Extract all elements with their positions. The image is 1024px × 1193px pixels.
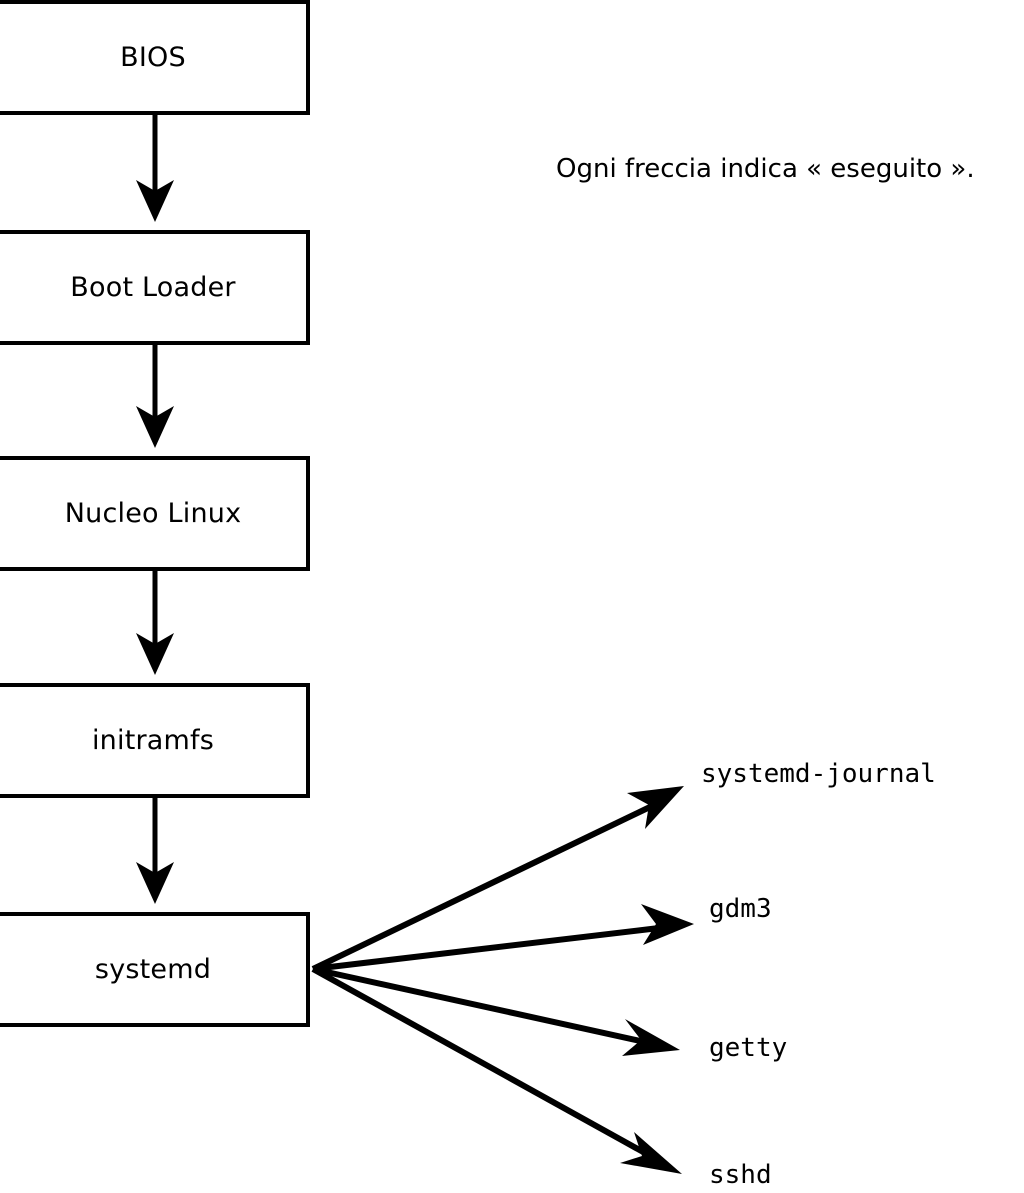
stage-label-boot-loader: Boot Loader — [70, 272, 236, 303]
arrow-kernel-to-initramfs — [136, 571, 174, 675]
diagram-note: Ogni freccia indica « eseguito ». — [556, 154, 975, 184]
stage-label-bios: BIOS — [120, 42, 186, 73]
stage-box-systemd[interactable]: systemd — [0, 912, 310, 1027]
service-label-systemd-journal: systemd-journal — [701, 759, 936, 789]
service-label-getty: getty — [709, 1033, 788, 1063]
service-label-gdm3: gdm3 — [709, 894, 772, 924]
stage-label-initramfs: initramfs — [91, 725, 215, 756]
stage-box-kernel[interactable]: Nucleo Linux — [0, 456, 310, 571]
arrow-systemd-to-gdm3 — [312, 904, 694, 972]
stage-label-kernel: Nucleo Linux — [64, 498, 242, 529]
stage-box-bios[interactable]: BIOS — [0, 0, 310, 115]
service-label-sshd: sshd — [709, 1160, 772, 1190]
stage-box-boot-loader[interactable]: Boot Loader — [0, 230, 310, 345]
arrow-systemd-to-systemd-journal — [311, 786, 684, 972]
arrow-systemd-to-sshd — [311, 966, 682, 1174]
arrow-bios-to-boot-loader — [136, 115, 174, 222]
arrow-initramfs-to-systemd — [136, 797, 174, 904]
arrow-boot-loader-to-kernel — [136, 344, 174, 448]
arrow-systemd-to-getty — [312, 966, 680, 1056]
stage-label-systemd: systemd — [94, 954, 212, 985]
stage-box-initramfs[interactable]: initramfs — [0, 683, 310, 798]
